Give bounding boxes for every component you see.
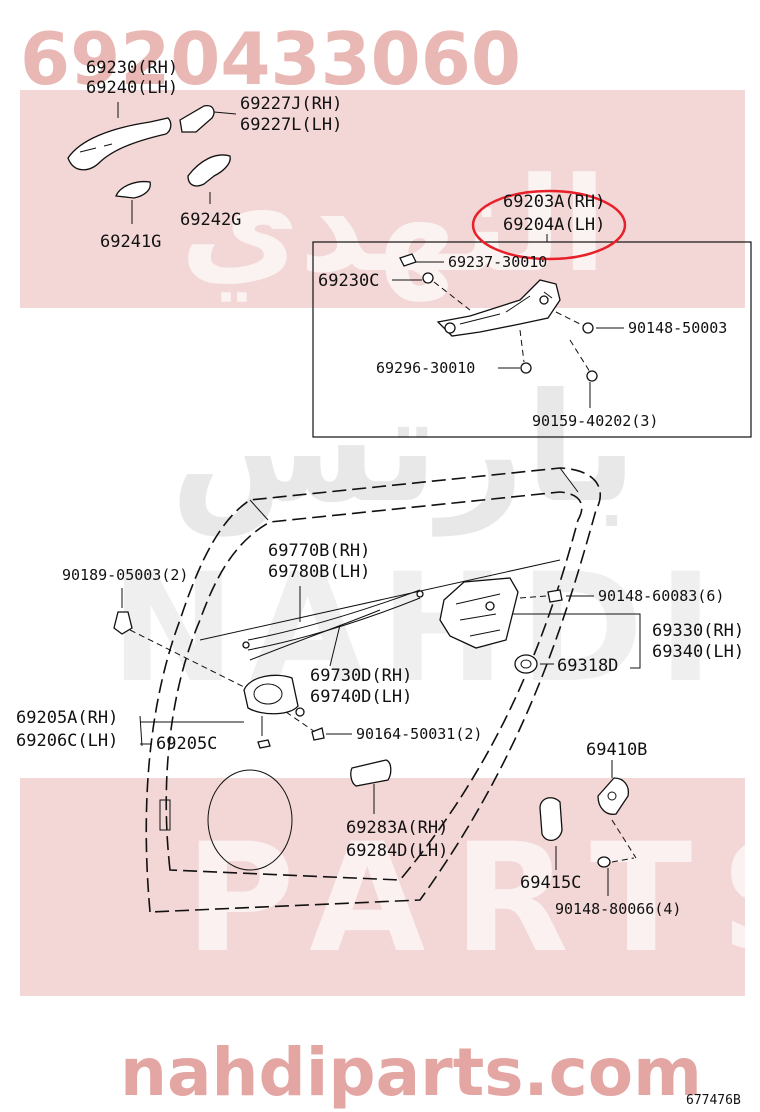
watermark-site: nahdiparts.com xyxy=(120,1034,702,1111)
label-69330: 69330(RH) xyxy=(652,621,744,641)
label-69206C: 69206C(LH) xyxy=(16,731,118,751)
bolt-90148-80066-part xyxy=(597,856,611,868)
outside-handle-part xyxy=(67,117,172,171)
speaker-opening xyxy=(207,769,293,871)
outside-handle-group: 69230(RH) 69240(LH) 69227J(RH) 69227L(LH… xyxy=(67,58,342,252)
label-90148-60083: 90148-60083(6) xyxy=(598,587,724,605)
label-69241G: 69241G xyxy=(100,232,161,252)
label-69296: 69296-30010 xyxy=(376,359,475,377)
cover-69318D-part xyxy=(514,654,538,674)
label-69340: 69340(LH) xyxy=(652,642,744,662)
label-69237: 69237-30010 xyxy=(448,253,547,271)
screw-69230C-part xyxy=(422,272,434,284)
highlight-circle xyxy=(471,189,627,261)
label-69242G: 69242G xyxy=(180,210,241,230)
label-69780B: 69780B(LH) xyxy=(268,562,370,582)
label-69284D: 69284D(LH) xyxy=(346,841,448,861)
bolt-90148-part xyxy=(582,322,594,334)
label-69205C: 69205C xyxy=(156,734,217,754)
label-69283A: 69283A(RH) xyxy=(346,818,448,838)
bolt-90159-part xyxy=(586,370,598,382)
label-90148-50003: 90148-50003 xyxy=(628,319,727,337)
handle-cover-part xyxy=(179,105,215,133)
label-90159: 90159-40202(3) xyxy=(532,412,658,430)
door-lock-group: 90148-60083(6) 69330(RH) 69340(LH) 69318… xyxy=(439,577,744,676)
watermark-part-number: 6920433060 xyxy=(20,17,521,101)
label-69730D: 69730D(RH) xyxy=(310,666,412,686)
label-69203A: 69203A(RH) xyxy=(503,192,605,212)
cable-group: 69770B(RH) 69780B(LH) 69730D(RH) 69740D(… xyxy=(242,541,424,707)
watermark-band-bottom xyxy=(20,778,745,996)
label-90189: 90189-05003(2) xyxy=(62,566,188,584)
screw-90148-60083-part xyxy=(547,589,563,603)
striker-group: 69410B 69415C 90148-80066(4) xyxy=(520,740,681,918)
label-69227L: 69227L(LH) xyxy=(240,115,342,135)
inside-handle-group: 69205A(RH) 69206C(LH) 69205C 90164-50031… xyxy=(16,674,482,754)
label-90148-80066: 90148-80066(4) xyxy=(555,900,681,918)
screw-69296-part xyxy=(520,362,532,374)
illustration-code: 677476B xyxy=(686,1093,741,1108)
label-69227J: 69227J(RH) xyxy=(240,94,342,114)
watermark-latin-bottom: PARTS xyxy=(185,812,760,986)
striker-69410B-part xyxy=(597,777,630,815)
frame-assembly-box: 69203A(RH) 69204A(LH) 69237-30010 69230C… xyxy=(312,189,752,438)
label-69204A: 69204A(LH) xyxy=(503,215,605,235)
handle-pad-part xyxy=(187,154,231,187)
label-69240: 69240(LH) xyxy=(86,78,178,98)
label-69415C: 69415C xyxy=(520,873,581,893)
label-69410B: 69410B xyxy=(586,740,647,760)
lock-cover-group: 69283A(RH) 69284D(LH) xyxy=(346,759,448,861)
screw-90164-part xyxy=(311,727,325,741)
shim-69415C-part xyxy=(539,797,563,841)
clip-90189-part xyxy=(113,611,133,635)
watermark-arabic-top: النهدي xyxy=(180,149,607,302)
label-90164: 90164-50031(2) xyxy=(356,725,482,743)
label-69205A: 69205A(RH) xyxy=(16,708,118,728)
label-69740D: 69740D(LH) xyxy=(310,687,412,707)
label-69230C: 69230C xyxy=(318,271,379,291)
watermark-layer: 6920433060 النهدي بارتس NAHDI PARTS nahd… xyxy=(20,17,760,1111)
door-clip-group: 90189-05003(2) xyxy=(62,566,251,691)
label-69230: 69230(RH) xyxy=(86,58,178,78)
label-69318D: 69318D xyxy=(557,656,618,676)
watermark-arabic-middle: بارتس xyxy=(170,362,637,537)
handle-gasket-part xyxy=(115,180,151,199)
label-69770B: 69770B(RH) xyxy=(268,541,370,561)
lock-cover-part xyxy=(350,759,392,787)
watermark-latin-middle: NAHDI xyxy=(110,542,728,716)
inside-handle-part xyxy=(243,674,299,715)
